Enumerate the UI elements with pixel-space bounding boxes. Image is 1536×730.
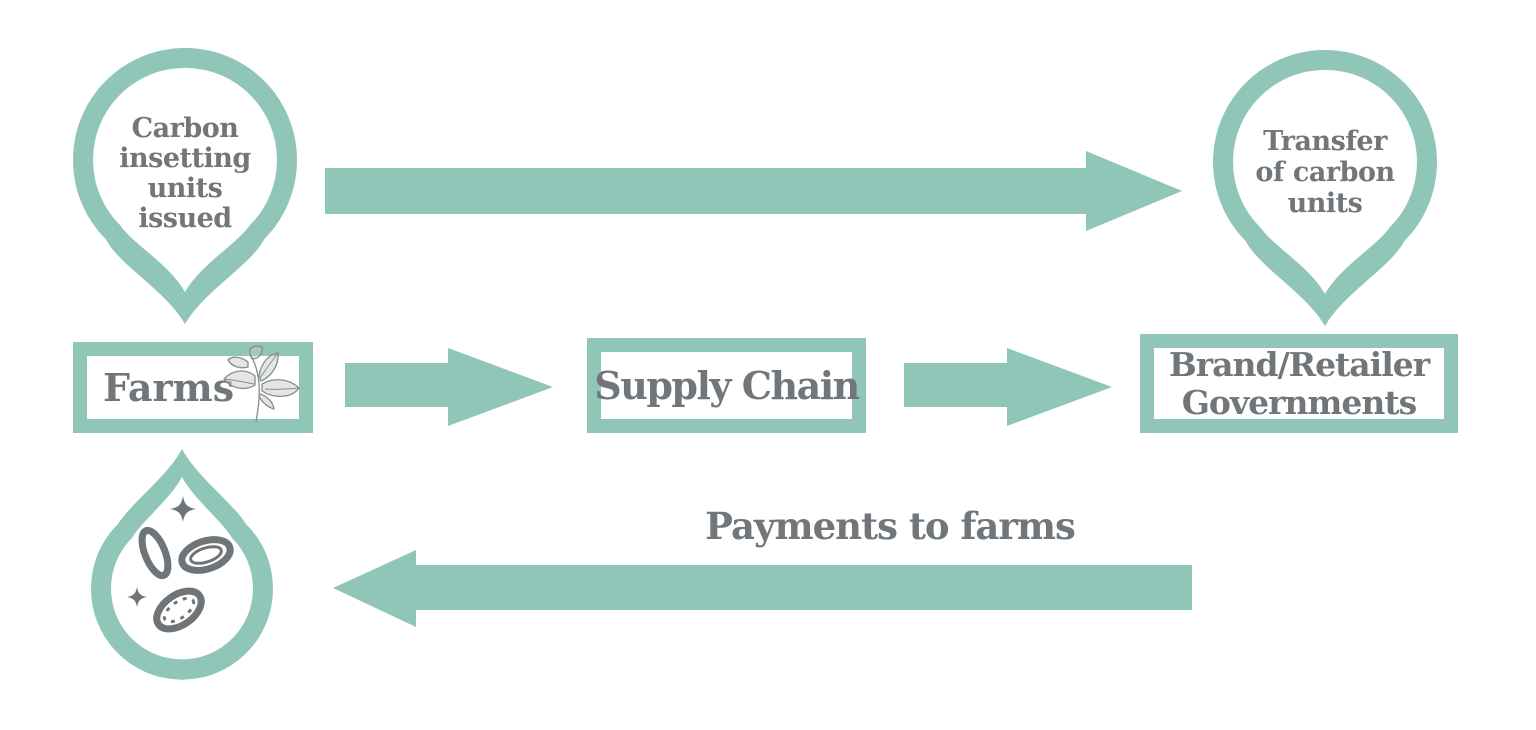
coin-icon <box>138 526 172 580</box>
node-brand-box: Brand/Retailer Governments <box>1140 334 1458 433</box>
node-transfer-pin: Transfer of carbon units <box>1205 46 1445 331</box>
arrow-payments-left-icon <box>333 550 1192 627</box>
node-farms-box: Farms <box>73 342 313 433</box>
node-carbon-units-pin: Carbon insetting units issued <box>65 44 305 329</box>
arrow-top-right-icon <box>325 151 1185 231</box>
brand-box-label-line: Brand/Retailer <box>1168 344 1430 384</box>
transfer-pin-label: Transfer of carbon units <box>1205 46 1445 288</box>
left-arrow-icon <box>333 550 1192 627</box>
pin-label-line: units <box>1287 187 1363 219</box>
coin-icon <box>153 587 205 633</box>
right-arrow-icon <box>904 348 1112 426</box>
payments-arrow-label: Payments to farms <box>705 504 1076 548</box>
carbon-units-pin-label: Carbon insetting units issued <box>65 44 305 290</box>
supply-chain-box-label: Supply Chain <box>594 363 860 408</box>
plant-sketch-icon <box>223 345 300 423</box>
right-arrow-shape <box>345 348 553 426</box>
money-droplet-icon <box>91 449 273 680</box>
coins-icon <box>138 526 234 633</box>
pin-label-line: issued <box>138 203 232 234</box>
pin-label-line: of carbon <box>1255 156 1395 188</box>
droplet-outline <box>91 449 273 680</box>
arrow-farms-to-supply-icon <box>345 348 553 426</box>
pin-label-line: Carbon <box>131 113 239 144</box>
pin-label-line: Transfer <box>1263 125 1387 157</box>
brand-box-label: Brand/Retailer Governments <box>1168 344 1430 422</box>
sparkle-icon <box>127 587 147 607</box>
pin-label-line: insetting <box>119 143 251 174</box>
left-arrow-shape <box>333 550 1192 627</box>
right-arrow-icon <box>345 348 553 426</box>
map-pin-outline <box>1213 50 1437 326</box>
map-pin-icon <box>1213 50 1437 326</box>
right-arrow-shape <box>325 151 1182 231</box>
farms-box-label: Farms <box>103 365 235 410</box>
map-pin-outline <box>73 48 298 324</box>
sparkle-icon <box>170 496 196 522</box>
right-arrow-icon <box>325 151 1182 231</box>
node-supply-chain-box: Supply Chain <box>587 338 866 433</box>
right-arrow-shape <box>904 348 1112 426</box>
sparkle-icons <box>127 496 196 607</box>
arrow-supply-to-brand-icon <box>904 348 1112 426</box>
coin-rims <box>162 545 223 624</box>
brand-box-label-line: Governments <box>1181 382 1417 422</box>
pin-label-line: units <box>147 173 223 204</box>
map-pin-icon <box>73 48 298 324</box>
coin-icon <box>178 536 234 574</box>
node-payments-droplet <box>85 443 280 683</box>
plant-leaves <box>223 345 300 423</box>
